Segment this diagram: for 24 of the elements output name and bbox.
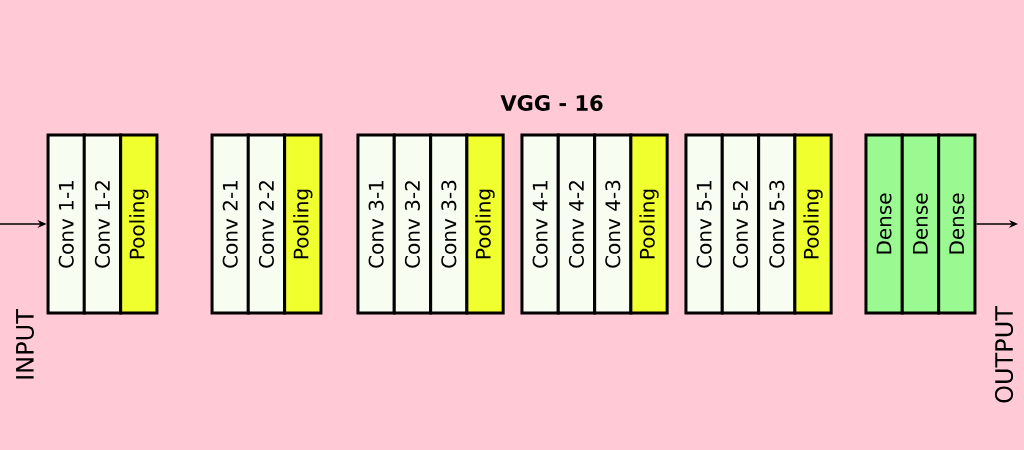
layer-box: Pooling: [465, 133, 505, 315]
layer-box: Conv 2-2: [246, 133, 287, 315]
layer-box: Conv 5-3: [757, 133, 797, 315]
layer-box: Pooling: [119, 133, 159, 315]
layer-box: Conv 4-2: [556, 133, 597, 315]
layer-box: Conv 3-2: [392, 133, 433, 315]
layer-box: Conv 3-1: [356, 133, 396, 315]
layer-box: Dense: [937, 133, 977, 315]
layer-box: Conv 4-3: [593, 133, 633, 315]
layer-box: Pooling: [793, 133, 833, 315]
layer-box: Conv 5-2: [720, 133, 761, 315]
layer-box: Dense: [864, 133, 904, 315]
io-label: OUTPUT: [994, 306, 1014, 403]
layer-box: Conv 1-1: [46, 133, 86, 315]
layer-box: Pooling: [629, 133, 669, 315]
title: VGG - 16: [500, 95, 603, 111]
layer-box: Conv 5-1: [684, 133, 724, 315]
layer-box: Conv 3-3: [429, 133, 469, 315]
io-label: INPUT: [16, 309, 34, 379]
layer-box: Pooling: [283, 133, 323, 315]
layer-box: Dense: [900, 133, 941, 315]
layer-box: Conv 4-1: [520, 133, 560, 315]
layer-box: Conv 1-2: [82, 133, 123, 315]
layer-box: Conv 2-1: [210, 133, 250, 315]
